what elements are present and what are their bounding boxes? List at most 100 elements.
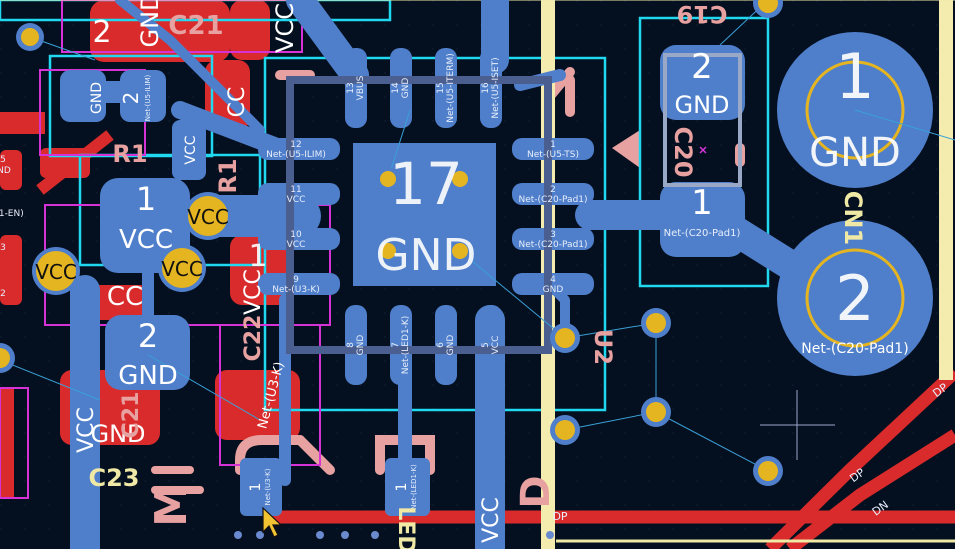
via: [753, 0, 783, 18]
svg-text:GND: GND: [401, 78, 411, 99]
pad-led1k[interactable]: 1 Net-(LED1-K): [394, 464, 418, 510]
svg-text:Net-(U5-TS): Net-(U5-TS): [527, 150, 579, 160]
via: [448, 167, 472, 191]
svg-text:M: M: [146, 483, 197, 527]
svg-text:10: 10: [290, 230, 302, 240]
label-vc: VCC: [241, 269, 266, 315]
pad-u2-7[interactable]: 7 Net-(LED1-K): [391, 316, 411, 375]
svg-text:VCC: VCC: [271, 3, 299, 53]
label-cc-rot: CC: [225, 87, 250, 118]
svg-text:Net-(U5-ILIM): Net-(U5-ILIM): [266, 150, 326, 160]
trace-vcc-label: VCC: [74, 407, 99, 453]
via: [376, 239, 400, 263]
svg-text:U2: U2: [589, 329, 617, 365]
via: [316, 531, 324, 539]
pad-vcc-small[interactable]: VCC: [183, 135, 199, 164]
via: [641, 397, 671, 427]
pad-u2-5[interactable]: 5 VCC: [481, 336, 501, 355]
via: [0, 343, 15, 373]
svg-text:Net-(U5-ISET): Net-(U5-ISET): [491, 57, 501, 118]
svg-text:6: 6: [436, 342, 446, 348]
svg-text:Net-(U5-ILIM): Net-(U5-ILIM): [144, 75, 152, 122]
pad-u2-15[interactable]: 15 Net-(U5-ITERM): [436, 53, 456, 123]
pad-u2-16[interactable]: 16 Net-(U5-ISET): [481, 57, 501, 118]
ref-c21: C21: [168, 11, 223, 41]
pad-u2-17[interactable]: 17 GND: [376, 150, 477, 281]
label-num-2: 2: [92, 15, 111, 50]
via: [256, 531, 264, 539]
vias: [0, 0, 783, 539]
via: [753, 456, 783, 486]
pad-cn1-1[interactable]: 1 GND: [809, 40, 901, 176]
svg-text:1: 1: [248, 483, 264, 492]
svg-text:GND: GND: [118, 361, 178, 391]
ref-r1-rot: R1: [214, 158, 242, 193]
pad-u2-13[interactable]: 13 VBUS: [346, 75, 366, 100]
svg-text:C20: C20: [669, 126, 697, 177]
via: [448, 239, 472, 263]
via: [550, 323, 580, 353]
label-net-5: 5: [0, 155, 6, 165]
svg-text:9: 9: [293, 275, 299, 285]
svg-text:GND: GND: [543, 285, 564, 295]
pad-u2-2[interactable]: 2 Net-(C20-Pad1): [518, 185, 587, 205]
pad-u2-4[interactable]: 4 GND: [543, 275, 564, 295]
c20-outline: [663, 53, 742, 187]
ref-c20: C20: [669, 126, 697, 177]
svg-text:VCC: VCC: [491, 336, 501, 355]
pad-u2-1[interactable]: 1 Net-(U5-TS): [527, 140, 579, 160]
pad-u2-14[interactable]: 14 GND: [391, 78, 411, 99]
svg-text:Net-(LED1-K): Net-(LED1-K): [410, 464, 418, 510]
label-vcc-top: VCC: [271, 3, 299, 53]
pad-gnd-2[interactable]: 2 GND: [118, 317, 178, 391]
svg-text:5: 5: [481, 342, 491, 348]
svg-text:2: 2: [691, 47, 713, 87]
svg-text:C22: C22: [241, 315, 266, 362]
svg-text:12: 12: [290, 140, 301, 150]
pad-vcc-1[interactable]: 1 VCC: [119, 180, 173, 255]
trace-label-dp: DP: [552, 510, 567, 523]
svg-text:Net-(U3-K): Net-(U3-K): [264, 468, 272, 505]
pad-u2-10[interactable]: 10 VCC: [287, 230, 306, 250]
svg-text:GND: GND: [674, 91, 729, 119]
ref-c19: C19: [676, 0, 727, 28]
ref-r1: R1: [112, 140, 147, 168]
svg-text:8: 8: [346, 342, 356, 348]
pad-r1-2[interactable]: 2 Net-(U5-ILIM): [119, 75, 152, 122]
svg-text:7: 7: [391, 342, 401, 348]
svg-text:Net-(U5-ITERM): Net-(U5-ITERM): [446, 53, 456, 123]
svg-text:C19: C19: [676, 0, 727, 28]
svg-text:2: 2: [550, 185, 556, 195]
via: [550, 415, 580, 445]
svg-text:16: 16: [481, 82, 491, 94]
via: [16, 23, 44, 51]
svg-text:VCC: VCC: [287, 195, 306, 205]
pad-u2-12[interactable]: 12 Net-(U5-ILIM): [266, 140, 326, 160]
pad-u2-3[interactable]: 3 Net-(C20-Pad1): [518, 230, 587, 250]
cn1-rings: [805, 60, 905, 348]
via: [234, 531, 242, 539]
pad-u3k[interactable]: 1 Net-(U3-K): [248, 468, 272, 505]
pad-u2-11[interactable]: 11 VCC: [287, 185, 306, 205]
svg-text:D: D: [513, 475, 559, 508]
svg-text:4: 4: [550, 275, 556, 285]
svg-text:11: 11: [290, 185, 301, 195]
svg-text:VCC: VCC: [183, 135, 199, 164]
svg-text:Net-(C20-Pad1): Net-(C20-Pad1): [664, 228, 741, 239]
pad-r1-gnd[interactable]: GND: [89, 82, 105, 114]
pad-cn1-2[interactable]: 2 Net-(C20-Pad1): [801, 262, 908, 357]
pad-c20-1[interactable]: 1 Net-(C20-Pad1): [664, 183, 741, 239]
pad-c20-2[interactable]: 2 GND: [674, 47, 729, 119]
label-net-3: 3: [0, 243, 6, 253]
ref-u2: U2: [589, 329, 617, 365]
label-net-en: U1-EN): [0, 209, 24, 219]
pad-u2-6[interactable]: 6 GND: [436, 335, 456, 356]
pad-u2-8[interactable]: 8 GND: [346, 335, 366, 356]
svg-text:CN1: CN1: [839, 191, 867, 245]
silk-m: M: [146, 483, 197, 527]
pad-u2-9[interactable]: 9 Net-(U3-K): [272, 275, 320, 295]
via: [641, 308, 671, 338]
svg-text:3: 3: [550, 230, 556, 240]
vcc-via: VCC: [158, 244, 206, 292]
